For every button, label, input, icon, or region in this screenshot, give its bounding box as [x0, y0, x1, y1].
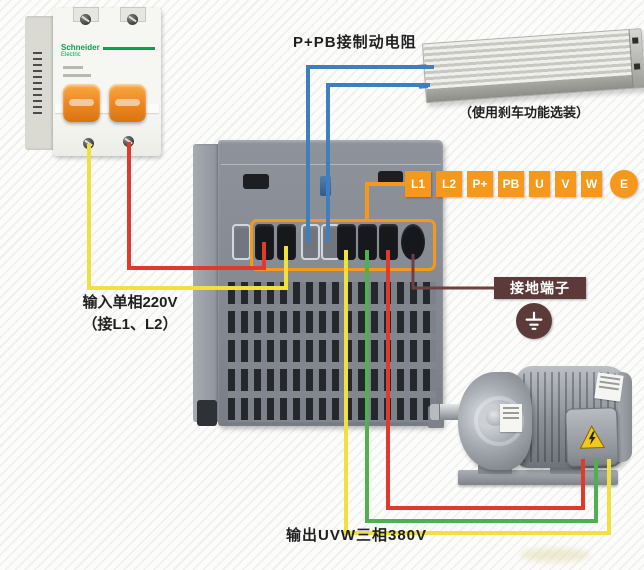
annotation-brake-optional: （使用刹车功能选装）	[459, 105, 590, 120]
terminal-socket-v	[358, 224, 377, 260]
vfd-vent-slot	[243, 174, 269, 189]
motor-junction-box	[565, 407, 619, 467]
terminal-label-row: L1 L2 P+ PB U V W E	[405, 170, 638, 198]
circuit-breaker: Schneider Electric	[25, 7, 161, 156]
terminal-label-l1: L1	[405, 171, 431, 197]
terminal-socket-l1	[255, 224, 274, 260]
resistor-shadow-face	[426, 74, 644, 103]
terminal-socket-e	[401, 224, 425, 260]
watermark-smudge	[520, 548, 590, 562]
breaker-body	[53, 8, 161, 156]
breaker-model-mark	[63, 66, 83, 69]
resistor-wire-stub	[418, 84, 429, 89]
ground-symbol-icon	[525, 311, 543, 330]
vfd-blue-clip	[320, 176, 331, 196]
vfd-din-foot	[197, 400, 217, 426]
vfd-side-strip	[193, 144, 219, 422]
vfd-top-ridge	[221, 164, 441, 165]
screw-icon	[127, 14, 138, 25]
breaker-terminal-screw-icon	[83, 138, 94, 149]
breaker-toggle	[109, 84, 146, 122]
braking-resistor	[417, 28, 644, 104]
terminal-label-v: V	[555, 171, 576, 197]
terminal-socket-w	[379, 224, 398, 260]
breaker-white-strip	[55, 104, 159, 113]
breaker-brand-sub: Electric	[61, 52, 81, 58]
breaker-terminal-screw-icon	[123, 136, 134, 147]
motor-nameplate	[500, 404, 522, 432]
vfd-vent-slot	[378, 171, 403, 184]
terminal-socket-u	[337, 224, 356, 260]
breaker-brand-line	[102, 46, 155, 50]
motor-nameplate	[594, 372, 624, 402]
annotation-output-label: 输出UVW三相380V	[286, 527, 428, 544]
motor	[430, 362, 635, 494]
breaker-barcode	[33, 52, 42, 118]
warning-triangle-icon	[579, 425, 606, 449]
resistor-wire-stub	[417, 64, 427, 69]
terminal-label-u: U	[529, 171, 550, 197]
ground-terminal-label: 接地端子	[494, 277, 586, 299]
terminal-socket-p-plus	[301, 224, 320, 260]
annotation-input-label: 输入单相220V （接L1、L2）	[48, 292, 212, 336]
terminal-label-pb: PB	[498, 171, 524, 197]
terminal-label-p-plus: P+	[467, 171, 493, 197]
breaker-brand-row: Schneider	[61, 44, 155, 52]
breaker-model-mark	[63, 74, 91, 77]
breaker-toggle	[63, 84, 100, 122]
terminal-socket-empty	[232, 224, 251, 260]
annotation-input-line2: （接L1、L2）	[82, 315, 178, 333]
ground-symbol-badge	[516, 303, 552, 339]
terminal-socket-l2	[277, 224, 296, 260]
vfd-vents	[228, 282, 436, 422]
motor-end-cap	[618, 372, 632, 462]
terminal-label-w: W	[581, 171, 602, 197]
terminal-label-l2: L2	[436, 171, 462, 197]
annotation-brake-note: P+PB接制动电阻	[293, 34, 417, 51]
screw-icon	[80, 14, 91, 25]
breaker-brand: Schneider	[61, 43, 100, 52]
terminal-label-e: E	[610, 170, 638, 198]
annotation-input-line1: 输入单相220V	[82, 294, 178, 311]
